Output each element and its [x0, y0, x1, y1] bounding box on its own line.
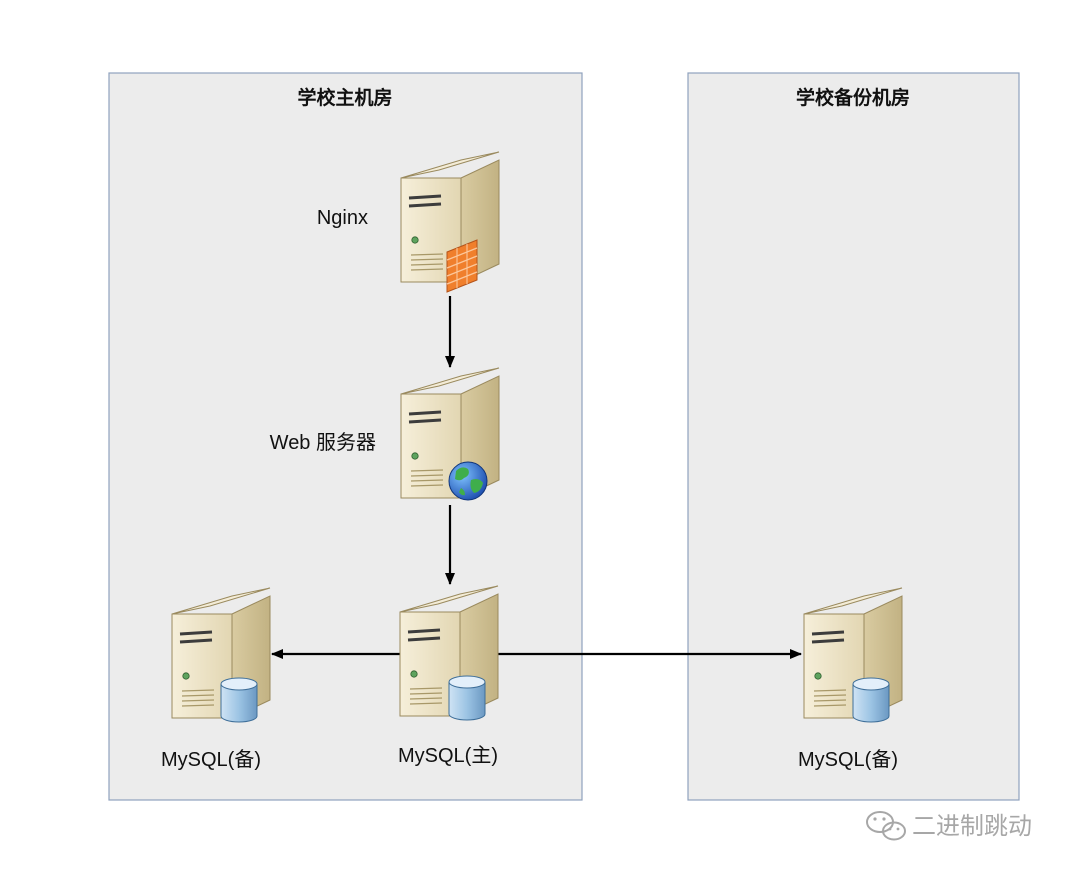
watermark-text: 二进制跳动 — [912, 812, 1032, 840]
mysql-local-slave-label: MySQL(备) — [161, 748, 261, 771]
backup-room-title: 学校备份机房 — [796, 86, 910, 109]
mysql-local-slave-server — [170, 586, 272, 723]
web-server-label: Web 服务器 — [270, 431, 376, 454]
mysql-master-server — [398, 584, 500, 721]
wechat-icon — [866, 811, 906, 841]
mysql-master-label: MySQL(主) — [398, 744, 498, 767]
mysql-remote-slave-server — [802, 586, 904, 723]
nginx-label: Nginx — [317, 207, 368, 229]
mysql-remote-slave-label: MySQL(备) — [798, 748, 898, 771]
web-server — [399, 366, 501, 501]
database-icon — [448, 675, 486, 721]
database-icon — [220, 677, 258, 723]
watermark: 二进制跳动 — [866, 811, 1032, 841]
nginx-server — [399, 150, 501, 293]
globe-icon — [448, 461, 488, 501]
main-room-title: 学校主机房 — [297, 86, 392, 109]
firewall-icon — [446, 239, 478, 293]
database-icon — [852, 677, 890, 723]
